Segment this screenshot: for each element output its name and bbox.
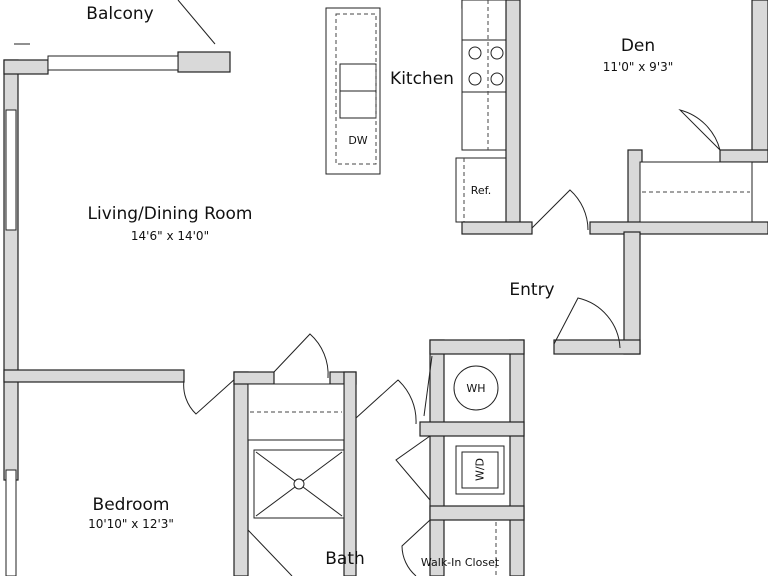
left-wall-top-stub [3,59,49,75]
burner-4 [490,72,504,86]
entry-label: Entry [509,280,555,300]
kitchen-den-wall [505,0,521,233]
dishwasher-label: DW [348,134,368,147]
burner-3 [468,72,482,86]
bath-label: Bath [325,549,365,569]
den-size: 11'0" x 9'3" [602,60,674,74]
entry-right-wall [623,231,641,355]
kitchen-label: Kitchen [390,69,454,89]
bedroom-label: Bedroom [92,495,170,515]
utility-mid-wall [419,421,525,437]
cooktop [461,39,511,93]
utility-lower-wall [429,505,525,521]
washer-dryer-label: W/D [473,457,487,482]
bedroom-door [183,377,237,415]
bedroom-size: 10'10" x 12'3" [88,517,174,531]
den-door [531,189,589,231]
bedroom-closet-left-wall [233,371,249,576]
left-window-upper [5,109,17,231]
balcony-diagonal [177,0,216,45]
living-bedroom-wall [3,369,185,383]
walkin-label: Walk-In Closet [420,556,500,569]
wd-door [395,435,431,501]
den-closet-door [678,109,721,151]
living-size: 14'6" x 14'0" [130,229,210,243]
bath-entry-door [355,379,417,425]
den-bottom-wall [589,221,768,235]
kitchen-bottom-wall [461,221,533,235]
wh-door [423,355,433,417]
burner-1 [468,46,482,60]
utility-left-wall [429,339,445,576]
burner-2 [490,46,504,60]
water-heater [453,365,499,411]
utility-top-wall [429,339,525,355]
balcony-wall-right [177,51,231,73]
bedroom-closet-right-wall [343,371,357,576]
bath-door [247,529,293,576]
entry-bottom-right [553,339,641,355]
balcony-window [47,55,179,71]
shower-drain [293,478,305,490]
den-closet-wall [719,149,768,163]
water-heater-label: WH [466,382,486,395]
island-outline [335,13,377,165]
bedroom-closet-top-left [233,371,275,385]
den-right-wall [751,0,768,161]
bedroom-closet-door [273,333,329,379]
refrigerator-label: Ref. [470,184,492,197]
washer-dryer-inner [461,451,499,489]
den-label: Den [620,36,656,56]
living-label: Living/Dining Room [87,204,253,224]
utility-right-wall [509,339,525,576]
entry-door [553,297,621,349]
balcony-label: Balcony [86,4,154,24]
left-window-lower [5,469,17,576]
walkin-door [401,519,431,576]
